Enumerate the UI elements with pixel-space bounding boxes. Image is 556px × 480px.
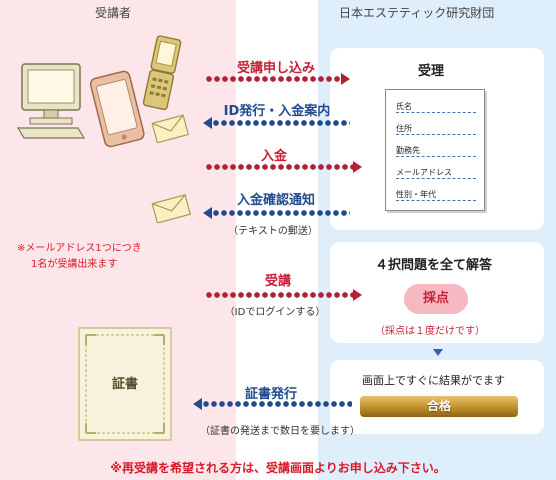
registration-form: 氏名 住所 勤務先 メールアドレス 性別・年代 <box>385 89 485 211</box>
form-field-address: 住所 <box>396 123 476 135</box>
arrow-take-dots <box>205 291 353 299</box>
certificate-label: 証書 <box>111 377 138 392</box>
email-note-line2: 1名が受講出来ます <box>31 259 118 270</box>
step-take-sub: （IDでログインする） <box>224 307 326 318</box>
result-title: 画面上ですぐに結果がでます <box>362 374 505 387</box>
form-field-email: メールアドレス <box>396 167 476 179</box>
smartphone-icon <box>89 70 145 148</box>
step-confirm-sub: （テキストの郵送） <box>228 226 318 237</box>
mobile-phone-icon <box>142 35 182 111</box>
envelope-icon <box>151 194 191 223</box>
form-field-workplace: 勤務先 <box>396 145 476 157</box>
form-field-name: 氏名 <box>396 101 476 113</box>
step-take-label: 受講 <box>264 274 292 289</box>
step-id-issue-label: ID発行・入金案内 <box>223 104 331 119</box>
step-apply-label: 受講申し込み <box>236 61 316 76</box>
arrow-left-icon <box>203 207 212 219</box>
certificate-icon <box>78 327 172 441</box>
arrow-payment-dots <box>205 163 353 171</box>
scoring-badge: 採点 <box>404 284 468 314</box>
foundation-header: 日本エステティック研究財団 <box>339 6 495 20</box>
arrow-right-icon <box>353 161 362 173</box>
envelope-icon <box>151 114 189 143</box>
exam-title: ４択問題を全て解答 <box>375 258 493 273</box>
arrow-left-icon <box>203 117 212 129</box>
arrow-apply-dots <box>205 75 341 83</box>
applicant-header: 受講者 <box>95 6 132 20</box>
arrow-right-icon <box>341 73 350 85</box>
step-cert-sub: （証書の発送まで数日を要します） <box>200 426 360 437</box>
down-arrow-icon <box>433 349 443 356</box>
reapply-note: ※再受講を希望される方は、受講画面よりお申し込み下さい。 <box>110 461 446 475</box>
email-note-line1: ※メールアドレス1つにつき <box>17 243 142 254</box>
arrow-confirm-dots <box>212 209 350 217</box>
step-payment-label: 入金 <box>260 149 288 164</box>
scoring-note: （採点は１度だけです） <box>375 326 485 337</box>
arrow-left-icon <box>193 398 202 410</box>
pass-badge: 合格 <box>360 396 518 417</box>
arrow-id-dots <box>212 119 350 127</box>
arrow-right-icon <box>353 289 362 301</box>
computer-icon <box>16 63 86 139</box>
arrow-cert-dots <box>202 400 352 408</box>
step-cert-label: 証書発行 <box>244 387 298 402</box>
form-field-gender-age: 性別・年代 <box>396 189 476 201</box>
step-confirm-label: 入金確認通知 <box>236 193 316 208</box>
reception-title: 受理 <box>418 64 445 79</box>
